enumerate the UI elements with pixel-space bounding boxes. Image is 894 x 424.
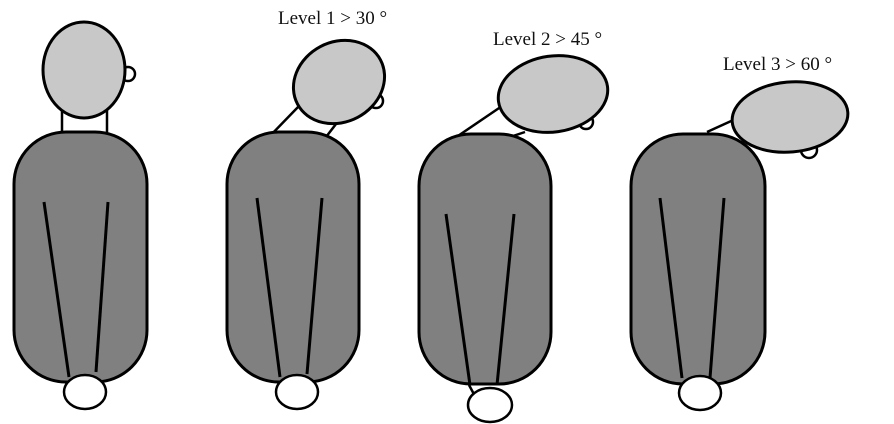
figure-level-3: Level 3 > 60 ° bbox=[631, 54, 851, 410]
hand bbox=[468, 388, 512, 422]
head bbox=[43, 22, 125, 118]
head bbox=[493, 49, 613, 140]
torso bbox=[631, 134, 765, 384]
hand bbox=[64, 375, 106, 409]
hand bbox=[679, 376, 721, 410]
figure-level-2: Level 2 > 45 ° bbox=[419, 29, 613, 422]
figure-level-1: Level 1 > 30 ° bbox=[227, 8, 399, 409]
head bbox=[729, 77, 851, 157]
label-level-2: Level 2 > 45 ° bbox=[493, 29, 602, 50]
label-level-1: Level 1 > 30 ° bbox=[278, 8, 387, 29]
torso bbox=[14, 132, 147, 382]
torso bbox=[227, 132, 359, 382]
label-level-3: Level 3 > 60 ° bbox=[723, 54, 832, 75]
torso bbox=[419, 134, 551, 384]
hand bbox=[276, 375, 318, 409]
figure-neutral bbox=[14, 22, 147, 409]
head bbox=[279, 25, 400, 140]
